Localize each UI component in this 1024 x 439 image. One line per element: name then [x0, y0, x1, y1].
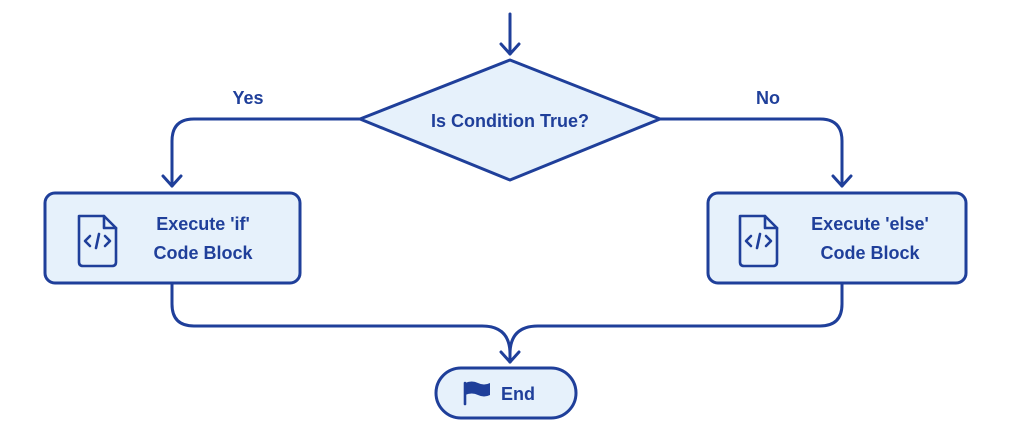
yes-connector — [161, 117, 362, 188]
decision-node: Is Condition True? — [358, 58, 662, 182]
end-label: End — [501, 384, 535, 404]
if-block-line1: Execute 'if' — [156, 214, 250, 234]
no-connector — [658, 117, 853, 188]
else-block-line1: Execute 'else' — [811, 214, 929, 234]
flag-icon — [463, 381, 490, 406]
end-node: End — [434, 366, 578, 420]
code-file-icon — [738, 214, 779, 268]
if-block-line2: Code Block — [153, 243, 253, 263]
code-file-icon — [77, 214, 118, 268]
merge-connectors — [170, 282, 844, 364]
else-block-line2: Code Block — [820, 243, 920, 263]
no-label: No — [756, 88, 780, 108]
if-code-block: Execute 'if' Code Block — [43, 191, 302, 285]
yes-label: Yes — [232, 88, 263, 108]
decision-label: Is Condition True? — [431, 111, 589, 131]
entry-arrow — [499, 12, 521, 56]
else-code-block: Execute 'else' Code Block — [706, 191, 968, 285]
